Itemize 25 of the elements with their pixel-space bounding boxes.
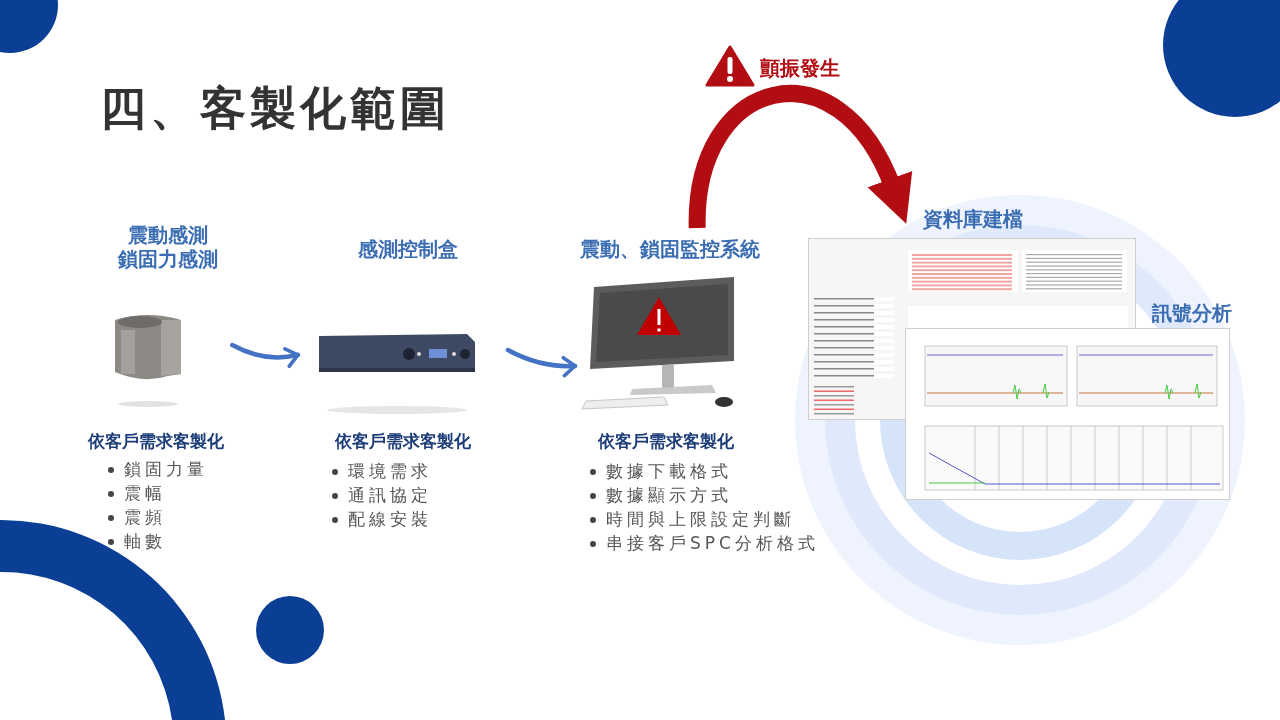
arrow [688,85,911,229]
list-item: 數據下載格式 [606,460,732,483]
arrow [505,347,578,378]
arrow [230,342,301,368]
list-item: 數據顯示方式 [606,484,732,507]
list-item: 串接客戶SPC分析格式 [606,532,819,555]
list-item: 通訊協定 [348,484,432,507]
heading: 震動、鎖固監控系統 [579,236,761,263]
heading: 感測控制盒 [356,236,459,263]
list-item: 軸數 [124,530,166,553]
subheading: 依客戶需求客製化 [598,430,734,453]
title: 四、客製化範圍 [100,80,450,137]
list-item: 鎖固力量 [124,458,208,481]
list-item: 時間與上限設定判斷 [606,508,795,531]
list-item: 震頻 [124,506,166,529]
heading: 鎖固力感測 [116,246,219,273]
subheading: 依客戶需求客製化 [88,430,224,453]
heading: 震動感測 [126,222,209,249]
list-item: 環境需求 [348,460,432,483]
list-item: 配線安裝 [348,508,432,531]
heading: 訊號分析 [1151,300,1232,327]
heading: 資料庫建檔 [922,206,1024,233]
subheading: 依客戶需求客製化 [335,430,471,453]
edge-label: 顫振發生 [758,55,842,82]
list-item: 震幅 [124,482,166,505]
